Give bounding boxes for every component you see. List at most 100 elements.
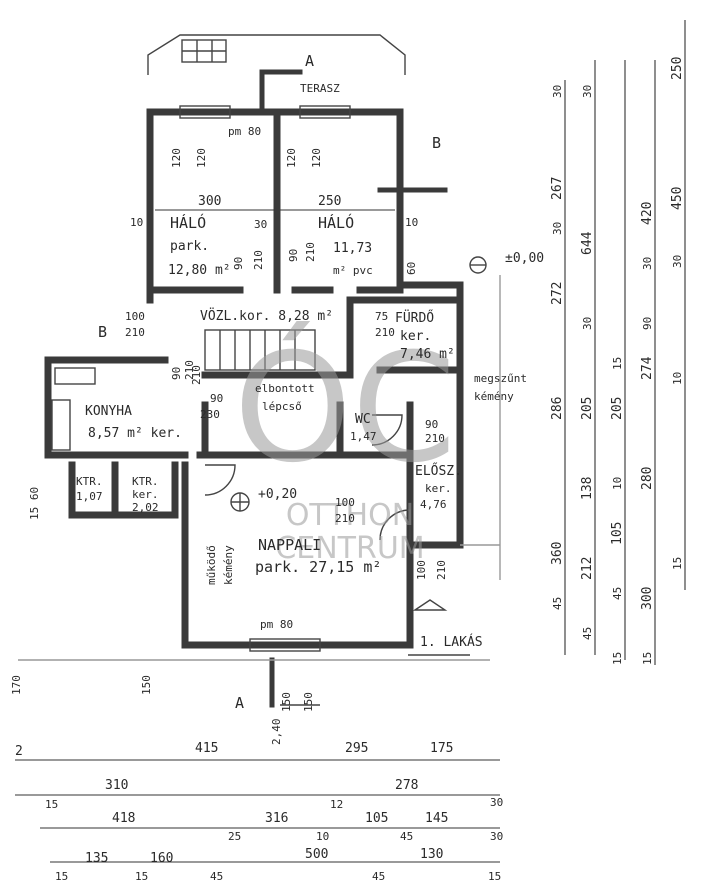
- note-chimney-active-2: kémény: [222, 545, 235, 585]
- label-living-area: park. 27,15 m²: [255, 558, 381, 576]
- label-bedroom2-floor: m² pvc: [333, 264, 373, 277]
- label-bedroom1-floor: park.: [170, 239, 209, 254]
- dim-right-c4-2: 90: [641, 317, 654, 330]
- dim-right-c4-1: 30: [641, 257, 654, 270]
- dim-bottom-r3-0: 418: [112, 811, 135, 826]
- dim-bottom-r4-4: 45: [210, 870, 223, 883]
- label-pantry1-name: KTR.: [76, 475, 103, 488]
- label-bedroom2-area: 11,73: [333, 241, 372, 256]
- dim-n30a: 30: [254, 218, 267, 231]
- label-kitchen-name: KONYHA: [85, 404, 132, 419]
- note-stairs-2: lépcső: [262, 400, 302, 413]
- dim-bottom-r4-2: 15: [135, 870, 148, 883]
- dim-right-c3-5: 15: [611, 652, 624, 665]
- right-dim-lines: [564, 20, 686, 665]
- watermark: ÓC OTTHON CENTRUM: [234, 321, 457, 566]
- label-wc-area: 1,47: [350, 430, 377, 443]
- dim-bottom-r3-3: 10: [316, 830, 329, 843]
- dim-bottom-r2-1: 310: [105, 778, 128, 793]
- note-chimney-active-1: működő: [205, 545, 218, 585]
- dim-d3b: 210: [375, 326, 395, 339]
- dim-bottom-r4-3: 160: [150, 851, 173, 866]
- label-pantry2-area: 2,02: [132, 501, 159, 514]
- note-chimney-closed-1: megszűnt: [474, 372, 527, 385]
- dim-right-c2-4: 138: [580, 477, 595, 500]
- opening-dims: pm 80 pm 80 120 120 120 120 90 210 90 21…: [125, 125, 448, 745]
- label-bedroom2-name: HÁLÓ: [318, 213, 354, 232]
- label-bedroom1-area: 12,80 m²: [168, 263, 231, 278]
- note-level-living: +0,20: [258, 487, 297, 502]
- dim-n230: 230: [200, 408, 220, 421]
- dim-d1a: 90: [232, 257, 245, 270]
- dim-d9a: 100: [125, 310, 145, 323]
- label-kitchen-area: 8,57 m² ker.: [88, 426, 182, 441]
- label-wc-name: WC: [355, 412, 371, 427]
- dim-bottom-r3-5: 45: [400, 830, 413, 843]
- dim-right-c4-4: 280: [640, 467, 655, 490]
- dim-n150a: 150: [140, 675, 153, 695]
- label-flat: 1. LAKÁS: [420, 634, 483, 650]
- dim-bottom-r1-1: 415: [195, 741, 218, 756]
- dim-d7b: 210: [435, 560, 448, 580]
- label-bath-floor: ker.: [400, 329, 431, 344]
- dim-pm-top: pm 80: [228, 125, 261, 138]
- section-a-top: A: [305, 52, 314, 70]
- dim-w-bottom2: 2,40: [270, 719, 283, 746]
- dim-bottom-r4-0: 15: [55, 870, 68, 883]
- dim-d6b: 210: [335, 512, 355, 525]
- dim-n10a: 10: [130, 216, 143, 229]
- dim-d9b: 210: [125, 326, 145, 339]
- dim-n10b: 10: [405, 216, 418, 229]
- dim-right-c1-6: 45: [551, 597, 564, 610]
- dim-right-c2-2: 30: [581, 317, 594, 330]
- dim-d2a: 90: [287, 249, 300, 262]
- dim-right-c2-5: 212: [580, 557, 595, 580]
- dim-bed1-width: 300: [198, 194, 221, 209]
- note-chimney-closed-2: kémény: [474, 390, 514, 403]
- dim-bed1-w1: 120: [170, 148, 183, 168]
- dim-bed1-w2: 120: [195, 148, 208, 168]
- dim-bottom-r4-8: 15: [488, 870, 501, 883]
- dim-right-c5-2: 30: [671, 255, 684, 268]
- watermark-logo: ÓC: [234, 321, 457, 496]
- label-foyer-floor: ker.: [425, 482, 452, 495]
- dim-right-c4-3: 274: [640, 356, 655, 380]
- dim-bottom-r3-7: 30: [490, 830, 503, 843]
- dim-right-c5-4: 15: [671, 557, 684, 570]
- dim-d8b: 210: [425, 432, 445, 445]
- dim-right-c2-3: 205: [580, 397, 595, 420]
- dim-right-c4-0: 420: [640, 202, 655, 225]
- dim-pm-bottom: pm 80: [260, 618, 293, 631]
- dim-right-c2-6: 45: [581, 627, 594, 640]
- dim-d5a: 90: [170, 367, 183, 380]
- dim-bottom-r2-3: 278: [395, 778, 418, 793]
- label-foyer-area: 4,76: [420, 498, 447, 511]
- dim-d1b: 210: [252, 250, 265, 270]
- label-foyer-name: ELŐSZ.: [415, 463, 462, 479]
- dim-bottom-r1-0: 2: [15, 744, 23, 759]
- dim-right-c3-4: 45: [611, 587, 624, 600]
- label-bath-area: 7,46 m²: [400, 347, 455, 362]
- label-pantry2-floor: ker.: [132, 488, 159, 501]
- dim-d5b: 210: [183, 360, 196, 380]
- label-bath-name: FÜRDŐ: [395, 309, 434, 326]
- dim-right-c2-0: 30: [581, 85, 594, 98]
- notes: elbontott lépcső megszűnt kémény működő …: [205, 251, 544, 585]
- section-b-left: B: [98, 323, 107, 341]
- dim-bottom-r3-2: 316: [265, 811, 288, 826]
- dim-bottom-r3-6: 145: [425, 811, 448, 826]
- dim-bed2-width: 250: [318, 194, 341, 209]
- dim-d6a: 100: [335, 496, 355, 509]
- dim-right-c3-3: 105: [610, 522, 625, 545]
- dim-n1560: 15 60: [28, 487, 41, 520]
- dim-right-c4-5: 300: [640, 587, 655, 610]
- label-terrace: TERASZ: [300, 82, 340, 95]
- label-living-name: NAPPALI: [258, 536, 321, 554]
- dim-bottom-r4-7: 130: [420, 847, 443, 862]
- note-level-zero: ±0,00: [505, 251, 544, 266]
- bottom-dim-text: 2 415 295 175 15 310 12 278 30 418 25 31…: [15, 741, 503, 883]
- dim-n170: 170: [10, 675, 23, 695]
- inner-dims: 300 250 10 10 30 60 230 150 170 15 60: [10, 194, 418, 695]
- dim-n60: 60: [405, 262, 418, 275]
- dim-d4b: 210: [190, 365, 203, 385]
